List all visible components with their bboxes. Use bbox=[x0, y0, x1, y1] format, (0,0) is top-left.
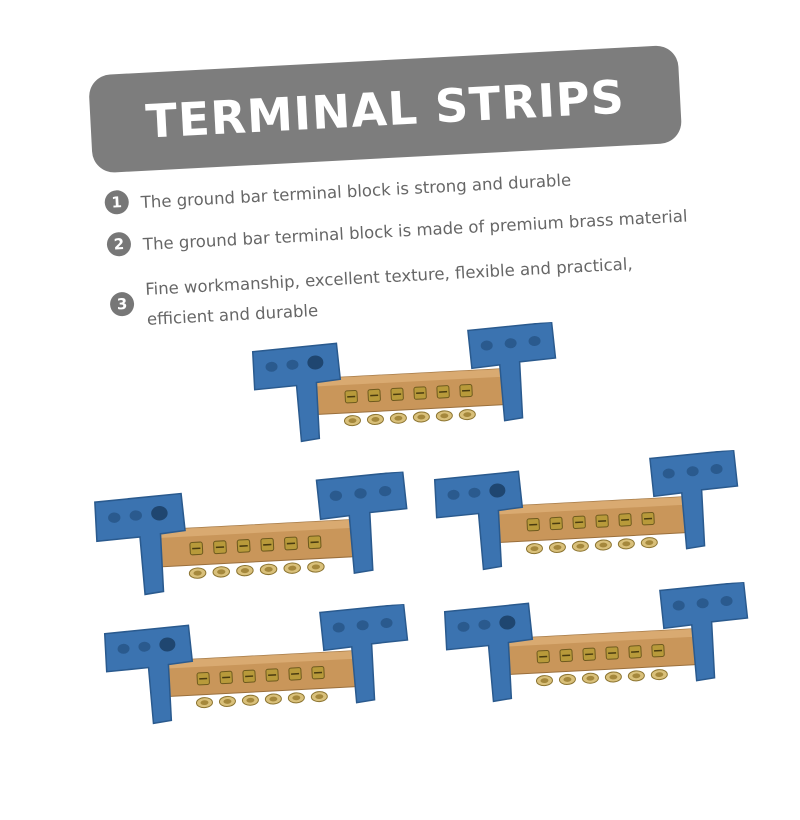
feature-number-badge: 1 bbox=[104, 190, 129, 215]
terminal-strip-photo bbox=[90, 471, 415, 605]
product-image: TERMINAL STRIPS 1 The ground bar termina… bbox=[0, 0, 800, 800]
feature-text: Fine workmanship, excellent texture, fle… bbox=[145, 247, 681, 335]
terminal-strip-photo bbox=[100, 604, 416, 734]
title-banner: TERMINAL STRIPS bbox=[88, 45, 682, 174]
terminal-strip-photo bbox=[440, 582, 756, 712]
feature-item-3: 3 Fine workmanship, excellent texture, f… bbox=[109, 247, 681, 337]
banner-title: TERMINAL STRIPS bbox=[144, 70, 626, 149]
feature-number-badge: 2 bbox=[106, 232, 131, 257]
terminal-strip-photo bbox=[248, 322, 564, 452]
terminal-strip-photo bbox=[430, 450, 746, 580]
feature-number-badge: 3 bbox=[109, 292, 134, 317]
